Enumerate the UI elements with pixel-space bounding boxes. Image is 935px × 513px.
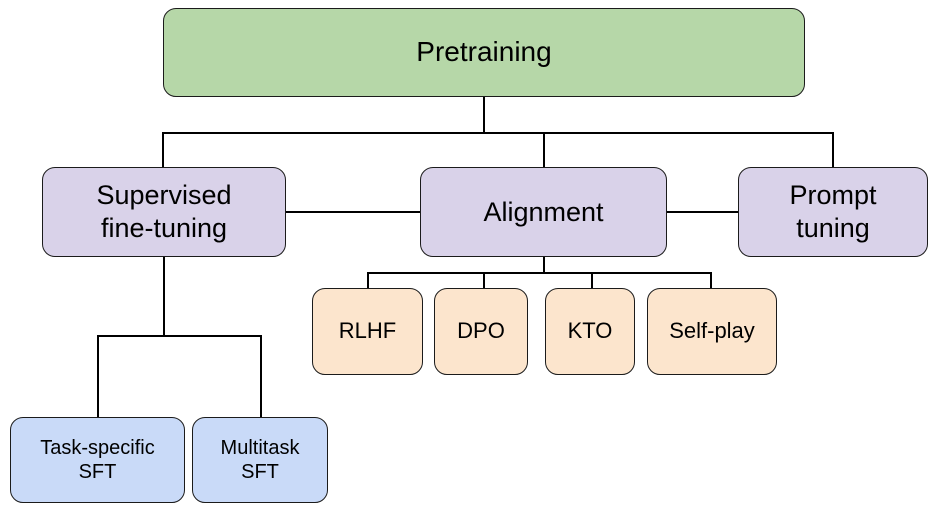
node-multitask-sft: Multitask SFT: [192, 417, 328, 503]
node-rlhf-label: RLHF: [338, 318, 397, 344]
node-self-play: Self-play: [647, 288, 777, 375]
node-kto-label: KTO: [567, 318, 613, 344]
edge-supervised-fine-tuning-alignment: [286, 211, 420, 213]
edge-alignment-prompt-tuning: [667, 211, 738, 213]
node-alignment-label: Alignment: [483, 196, 604, 227]
node-prompt-tuning: Prompt tuning: [738, 167, 928, 257]
edge-sft-task-specific: [97, 335, 99, 417]
edge-sft-multitask: [260, 335, 262, 417]
edge-pretraining-supervised-fine-tuning: [162, 132, 164, 167]
node-supervised-fine-tuning: Supervised fine-tuning: [42, 167, 286, 257]
node-kto: KTO: [545, 288, 635, 375]
edge-alignment-stem: [543, 257, 545, 273]
node-pretraining: Pretraining: [163, 8, 805, 97]
node-prompt-tuning-label: Prompt tuning: [789, 180, 877, 243]
node-pretraining-label: Pretraining: [416, 36, 552, 68]
node-rlhf: RLHF: [312, 288, 423, 375]
edge-pretraining-prompt-tuning: [832, 132, 834, 167]
edge-sft-crossbar: [97, 335, 261, 337]
node-self-play-label: Self-play: [669, 318, 755, 344]
edge-pretraining-crossbar: [162, 132, 834, 134]
node-task-specific-sft-label: Task-specific SFT: [40, 436, 155, 483]
edge-alignment-self-play: [710, 272, 712, 288]
edge-alignment-dpo: [483, 272, 485, 288]
edge-alignment-kto: [591, 272, 593, 288]
edge-pretraining-alignment: [543, 132, 545, 167]
node-dpo: DPO: [434, 288, 528, 375]
edge-alignment-rlhf: [367, 272, 369, 288]
node-multitask-sft-label: Multitask SFT: [220, 436, 300, 483]
edge-sft-stem: [163, 257, 165, 336]
node-task-specific-sft: Task-specific SFT: [10, 417, 185, 503]
edge-alignment-crossbar: [367, 272, 711, 274]
node-alignment: Alignment: [420, 167, 667, 257]
edge-pretraining-stem: [483, 97, 485, 133]
node-supervised-fine-tuning-label: Supervised fine-tuning: [96, 180, 232, 243]
node-dpo-label: DPO: [457, 318, 505, 344]
